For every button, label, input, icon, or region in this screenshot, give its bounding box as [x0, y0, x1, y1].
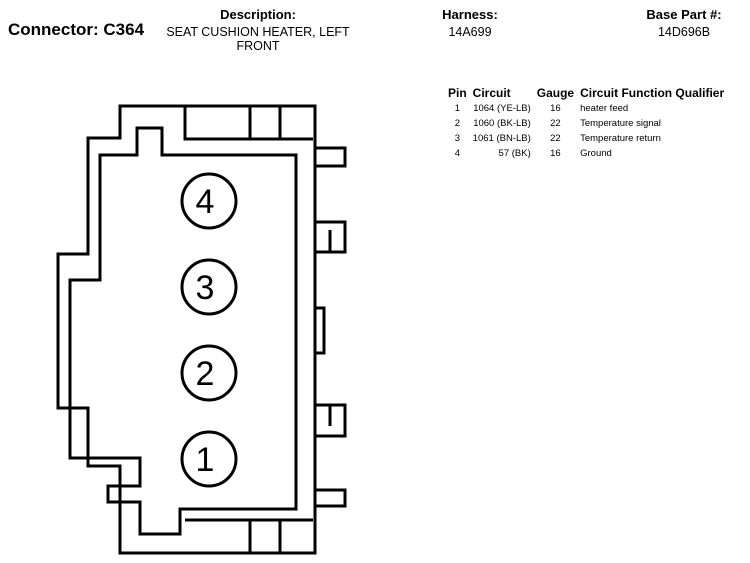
gauge-cell: 16	[550, 148, 561, 159]
harness-value: 14A699	[448, 25, 492, 39]
connector-title: Connector: C364	[8, 20, 145, 39]
circuit-column-header: Circuit	[472, 86, 511, 100]
description-value: SEAT CUSHION HEATER, LEFT FRONT	[166, 25, 350, 53]
circuit-cell: 57 (BK)	[498, 148, 531, 159]
function-cell: Temperature signal	[580, 118, 661, 129]
pin-1-circle	[180, 430, 238, 488]
description-header: Description:	[220, 7, 296, 22]
pin-2-circle	[180, 344, 238, 402]
table-row: 4 57 (BK) 16 Ground	[445, 146, 727, 161]
base-part-header: Base Part #:	[646, 7, 722, 22]
function-column-header: Circuit Function Qualifier	[580, 86, 725, 100]
table-row: 2 1060 (BK-LB) 22 Temperature signal	[445, 116, 727, 131]
pin-1-label: 1	[196, 441, 215, 479]
pin-2-label: 2	[196, 355, 215, 393]
function-cell: Ground	[580, 148, 612, 159]
function-cell: Temperature return	[580, 133, 661, 144]
pin-table: Pin Circuit Gauge Circuit Function Quali…	[445, 86, 727, 161]
pin-3-label: 3	[196, 269, 215, 307]
base-part-value: 14D696B	[657, 25, 711, 39]
table-row: 1 1064 (YE-LB) 16 heater feed	[445, 101, 727, 116]
harness-header: Harness:	[442, 7, 498, 22]
pin-cell: 1	[454, 103, 460, 114]
right-tab-1	[315, 146, 347, 168]
gauge-cell: 22	[550, 118, 561, 129]
pin-4-circle	[180, 172, 238, 230]
function-cell: heater feed	[580, 103, 629, 114]
right-tab-4	[315, 403, 347, 438]
table-row: 3 1061 (BN-LB) 22 Temperature return	[445, 131, 727, 146]
bottom-latch-blocks	[185, 518, 313, 553]
circuit-cell: 1061 (BN-LB)	[472, 133, 531, 144]
pin-3-circle	[180, 258, 238, 316]
right-tab-3	[315, 306, 326, 355]
top-latch-blocks	[183, 106, 313, 141]
right-tab-2	[315, 220, 347, 254]
circuit-cell: 1060 (BK-LB)	[473, 118, 531, 129]
right-tab-5	[315, 488, 347, 508]
gauge-cell: 16	[550, 103, 561, 114]
circuit-cell: 1064 (YE-LB)	[473, 103, 531, 114]
pin-cell: 2	[454, 118, 460, 129]
connector-outer-outline	[56, 104, 317, 555]
pin-column-header: Pin	[448, 86, 467, 100]
gauge-column-header: Gauge	[536, 86, 575, 100]
gauge-cell: 22	[550, 133, 561, 144]
pin-cell: 3	[454, 133, 460, 144]
pin-4-label: 4	[196, 183, 215, 221]
connector-inner-outline	[68, 126, 298, 536]
pin-table-header-row: Pin Circuit Gauge Circuit Function Quali…	[445, 86, 727, 101]
pin-cell: 4	[454, 148, 460, 159]
